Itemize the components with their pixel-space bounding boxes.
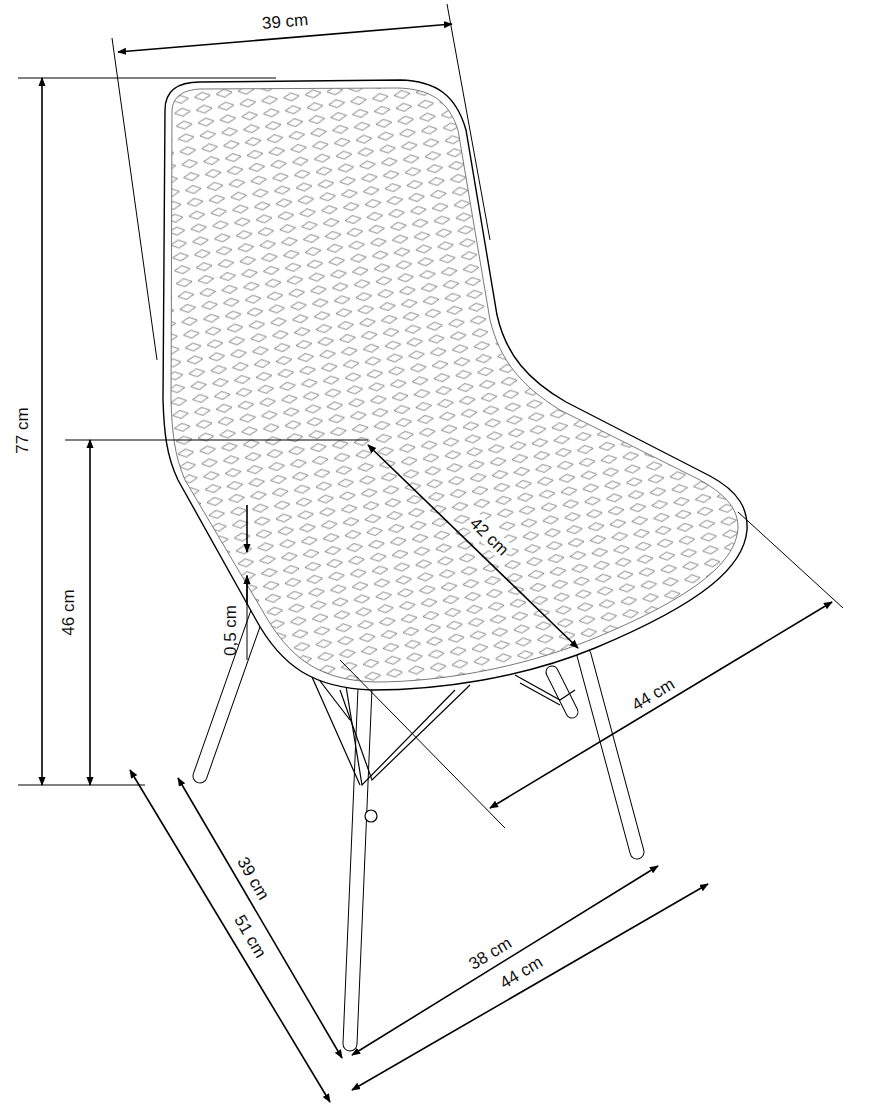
dimension-label: 77 cm — [13, 405, 32, 455]
chair-shell — [150, 70, 770, 710]
extension-lines — [18, 4, 843, 828]
dimension-label: 44 cm — [627, 673, 680, 715]
dimension-label: 46 cm — [58, 587, 77, 637]
dimension-label: 0,5 cm — [222, 602, 241, 657]
dimension-label: 51 cm — [229, 910, 271, 963]
dimension-label: 39 cm — [259, 9, 311, 32]
dimension-label: 44 cm — [495, 951, 548, 993]
dimension-arrows — [42, 24, 832, 1102]
dimension-label: 39 cm — [232, 852, 274, 905]
